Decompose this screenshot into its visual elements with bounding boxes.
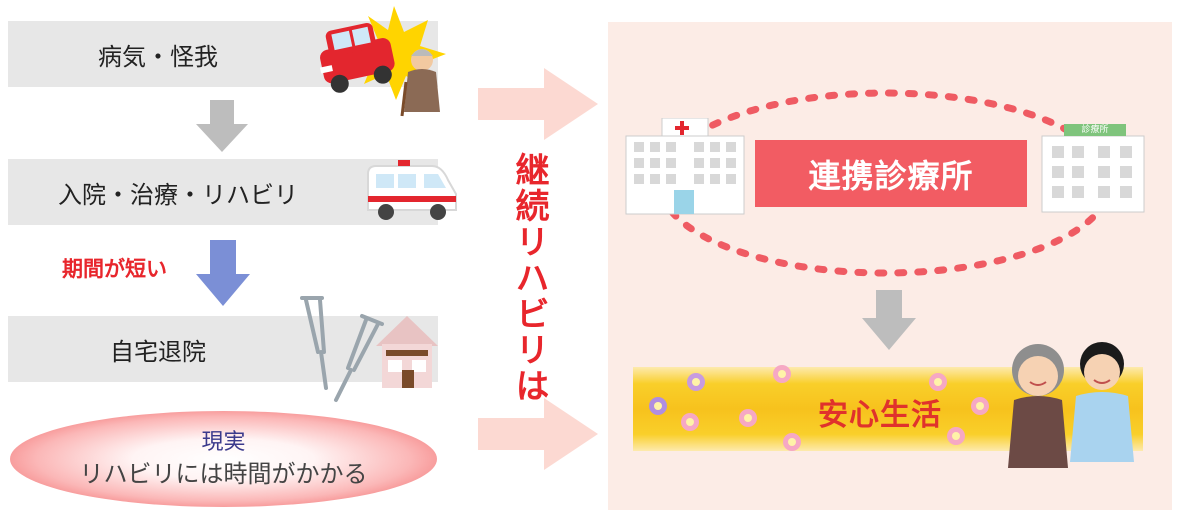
right-arrow-bottom xyxy=(478,398,598,470)
reality-title: 現実 xyxy=(201,430,246,455)
house-icon xyxy=(376,316,438,388)
down-arrow-gray-2 xyxy=(862,290,916,350)
short-period-note: 期間が短い xyxy=(62,257,167,281)
stage-treatment-label: 入院・治療・リハビリ xyxy=(58,180,298,209)
down-arrow-blue xyxy=(196,240,250,306)
cooperation-clinic-label: 連携診療所 xyxy=(755,140,1027,207)
stage-illness-label: 病気・怪我 xyxy=(98,42,218,71)
reality-text: リハビリには時間がかかる xyxy=(79,460,368,488)
stage-treatment-box: 入院・治療・リハビリ xyxy=(8,159,438,225)
flower-icon xyxy=(649,365,989,451)
down-arrow-gray-1 xyxy=(196,100,248,152)
reality-ellipse: 現実 リハビリには時間がかかる xyxy=(10,411,437,507)
crutches-icon xyxy=(300,296,384,402)
stage-discharge-label: 自宅退院 xyxy=(110,337,206,366)
continuing-rehab-vertical-label: 継続リハビリは xyxy=(509,152,549,404)
right-arrow-top xyxy=(478,68,598,140)
ambulance-icon xyxy=(367,160,457,220)
hospital-building-icon xyxy=(625,118,745,215)
car-accident-elderly-icon xyxy=(319,6,446,117)
secure-life-label: 安心生活 xyxy=(818,398,942,433)
clinic-sign: 診療所 xyxy=(1064,124,1126,136)
elderly-and-caregiver-icon xyxy=(1008,342,1134,468)
clinic-building-icon xyxy=(1041,135,1145,213)
